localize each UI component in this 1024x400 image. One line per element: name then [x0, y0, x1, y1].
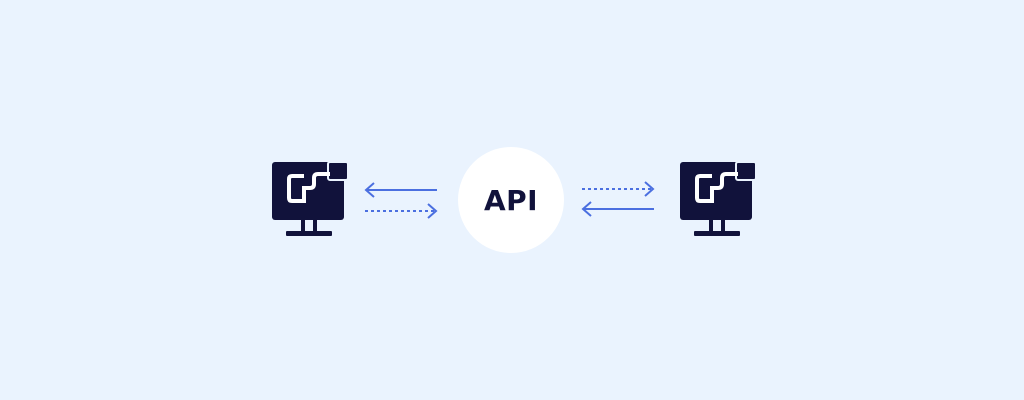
- api-node: API: [458, 147, 564, 253]
- left-arrows-icon: [364, 182, 438, 219]
- right-monitor-icon: [680, 162, 757, 236]
- right-arrows-icon: [581, 181, 655, 217]
- left-monitor-icon: [272, 162, 349, 236]
- api-label: API: [483, 183, 539, 217]
